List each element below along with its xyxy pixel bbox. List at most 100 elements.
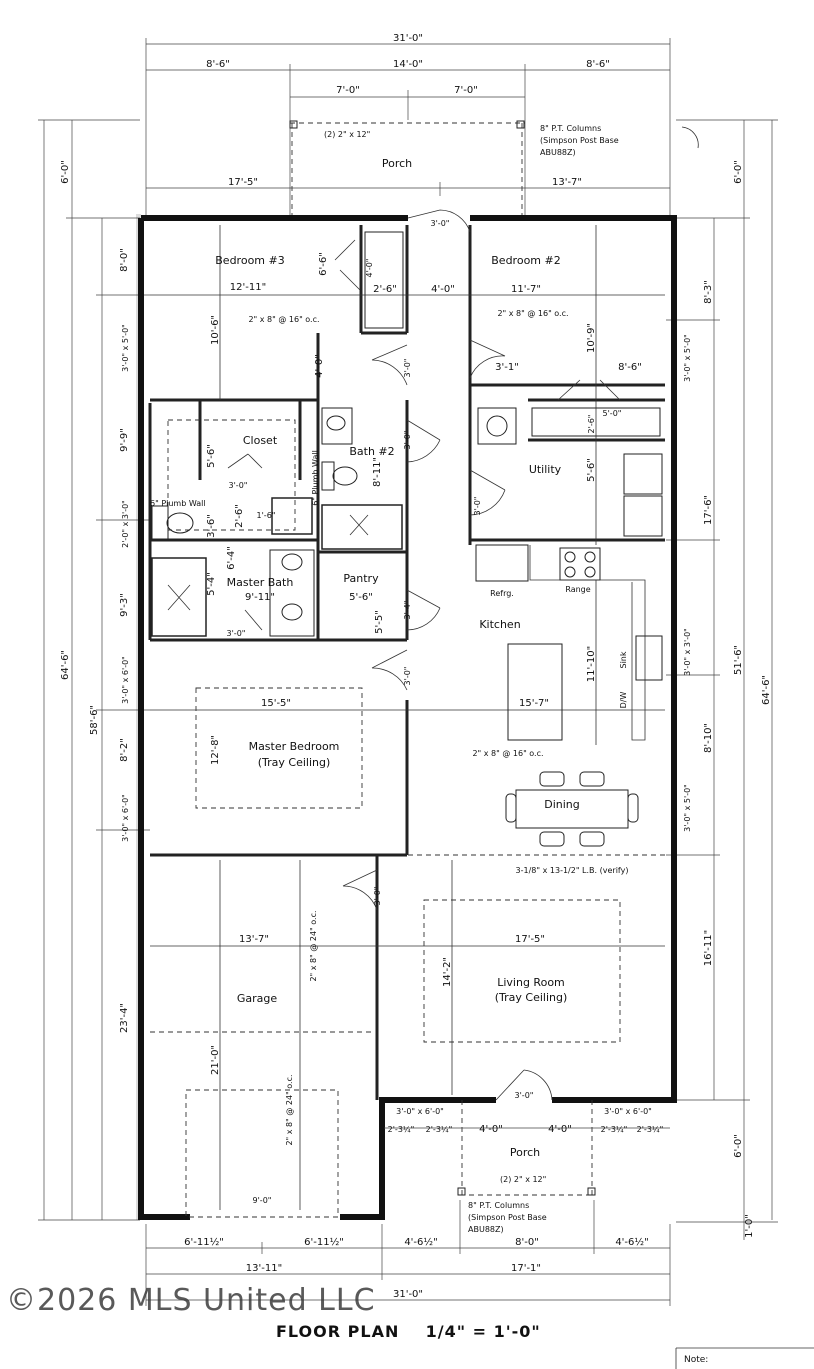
note-joist-main: 2" x 8" @ 16" o.c. [472, 749, 543, 758]
dim-porch-right: 7'-0" [454, 85, 478, 96]
dim-bed3-closet-d: 4'-0" [365, 259, 374, 278]
dim-left-seg5: 23'-4" [119, 1003, 130, 1033]
north-arc-icon [681, 126, 699, 149]
dim-porch-l2: 2'-3¼" [426, 1125, 453, 1134]
dim-living-depth: 14'-2" [442, 957, 453, 987]
dim-bed3-depth: 10'-6" [210, 315, 221, 345]
dim-bottom-porch: 8'-0" [515, 1237, 539, 1248]
dim-utility-closet: 5'-0" [603, 409, 622, 418]
room-living-room: Living Room [497, 976, 565, 989]
dim-porch-r2: 2'-3¼" [637, 1125, 664, 1134]
dim-mbath-d1: 3'-6" [206, 514, 217, 538]
note-top-header: (2) 2" x 12" [324, 130, 370, 139]
note-bottom-header: (2) 2" x 12" [500, 1175, 546, 1184]
dim-bottom-garage-left: 6'-11½" [184, 1236, 224, 1248]
window-mbed-left1: 3'-0" x 6'-0" [121, 656, 130, 704]
room-garage: Garage [237, 992, 278, 1005]
dim-bed3-door: 3'-0" [403, 359, 412, 378]
dim-bath2-depth: 8'-11" [372, 457, 383, 487]
dim-hall-door: 3'-0" [431, 219, 450, 228]
dim-bed2-closet: 8'-6" [618, 362, 642, 373]
watermark: ©2026 MLS United LLC [6, 1283, 376, 1318]
room-bath2: Bath #2 [349, 445, 394, 458]
dim-bath2-door: 3'-0" [403, 431, 412, 450]
dim-left-overall: 64'-6" [60, 650, 71, 680]
dim-garage-width: 13'-7" [239, 934, 269, 945]
note-label: Note: [684, 1355, 709, 1365]
dim-left-seg1: 8'-0" [119, 248, 130, 272]
dim-mbed-width: 15'-5" [261, 698, 291, 709]
label-refrg: Refrg. [490, 589, 514, 598]
dim-utility-closet-d: 2'-6" [587, 415, 596, 434]
room-master-bedroom: Master Bedroom [249, 740, 340, 753]
room-porch-top: Porch [382, 157, 412, 170]
plan-title-text: FLOOR PLAN [276, 1322, 400, 1341]
window-dining-right: 3'-0" x 5'-0" [683, 784, 692, 832]
dim-porch-offset-left: 17'-5" [228, 177, 258, 188]
label-plumb-wall-2: 6" Plumb Wall [311, 450, 320, 506]
dim-top-overall: 31'-0" [393, 33, 423, 44]
dashed-details [150, 419, 665, 1218]
dim-bottom-garage-total: 13'-11" [246, 1263, 282, 1274]
dim-mbath-d3: 6'-4" [226, 546, 237, 570]
plan-scale: 1/4" = 1'-0" [425, 1322, 541, 1341]
right-dimension-lines [666, 119, 778, 1240]
note-bottom-columns-1: 8" P.T. Columns [468, 1201, 529, 1210]
label-sink: Sink [619, 651, 628, 668]
dim-pantry-d: 5'-5" [374, 610, 385, 634]
label-dw: D/W [619, 692, 628, 709]
dim-porch-left: 7'-0" [336, 85, 360, 96]
dim-bottom-house-total: 17'-1" [511, 1263, 541, 1274]
window-bed2-right: 3'-0" x 5'-0" [683, 334, 692, 382]
window-porch-left: 3'-0" x 6'-0" [396, 1107, 444, 1116]
dim-bottom-garage-right: 6'-11½" [304, 1236, 344, 1248]
dim-bottom-mid-right: 4'-6½" [615, 1236, 648, 1248]
note-bottom-columns-2: (Simpson Post Base [468, 1213, 547, 1222]
note-joist-bed2: 2" x 8" @ 16" o.c. [497, 309, 568, 318]
window-mbath: 2'-0" x 3'-0" [121, 500, 130, 548]
dim-hall: 4'-0" [431, 284, 455, 295]
room-bedroom3: Bedroom #3 [215, 254, 284, 267]
plan-title: FLOOR PLAN 1/4" = 1'-0" [276, 1322, 541, 1341]
dim-garage-entry: 3'-0" [373, 887, 382, 906]
dim-bottom-mid-left: 4'-6½" [404, 1236, 437, 1248]
bottom-dimension-lines [145, 1200, 671, 1306]
dim-right-overall: 64'-6" [761, 675, 772, 705]
window-kitchen-right: 3'-0" x 3'-0" [683, 628, 692, 676]
left-dimension-lines [38, 119, 150, 1221]
room-kitchen: Kitchen [479, 618, 520, 631]
dim-mbath-d4: 5'-4" [206, 572, 217, 596]
dim-utility-door: 3'-0" [473, 497, 482, 516]
window-mbed-left2: 3'-0" x 6'-0" [121, 794, 130, 842]
note-top-columns-1: 8" P.T. Columns [540, 124, 601, 133]
dim-porch-offset-right: 13'-7" [552, 177, 582, 188]
dim-mbed-door: 3'-0" [403, 667, 412, 686]
dim-left-seg3: 9'-3" [119, 593, 130, 617]
dim-left-seg2: 9'-9" [119, 428, 130, 452]
top-dimension-lines [145, 38, 671, 215]
room-pantry: Pantry [343, 572, 379, 585]
room-utility: Utility [529, 463, 562, 476]
dim-front-door: 3'-0" [515, 1091, 534, 1100]
label-plumb-wall-1: 6" Plumb Wall [150, 499, 206, 508]
dim-right-house: 51'-6" [733, 645, 744, 675]
room-master-bedroom-sub: (Tray Ceiling) [258, 756, 331, 769]
dim-mbath-d2: 2'-6" [234, 504, 245, 528]
dim-porch-m2: 4'-0" [548, 1124, 572, 1135]
dim-pantry-w: 5'-6" [349, 592, 373, 603]
note-top-columns-3: ABU88Z) [540, 148, 576, 157]
dim-kitchen-width: 15'-7" [519, 698, 549, 709]
dim-bed2-door: 3'-1" [495, 362, 519, 373]
note-joist-garage-1: 2" x 8" @ 24" o.c. [309, 910, 318, 981]
dim-mbath-w: 9'-11" [245, 592, 275, 603]
fixtures [151, 231, 663, 847]
dim-wc-door: 1'-6" [257, 511, 276, 520]
room-master-bath: Master Bath [227, 576, 294, 589]
top-porch [289, 120, 525, 215]
dim-right-seg2: 17'-6" [703, 495, 714, 525]
dim-right-seg5: 6'-0" [733, 1134, 744, 1158]
room-bedroom2: Bedroom #2 [491, 254, 560, 267]
dim-closet-depth: 5'-6" [206, 444, 217, 468]
exterior-walls [136, 214, 677, 1220]
